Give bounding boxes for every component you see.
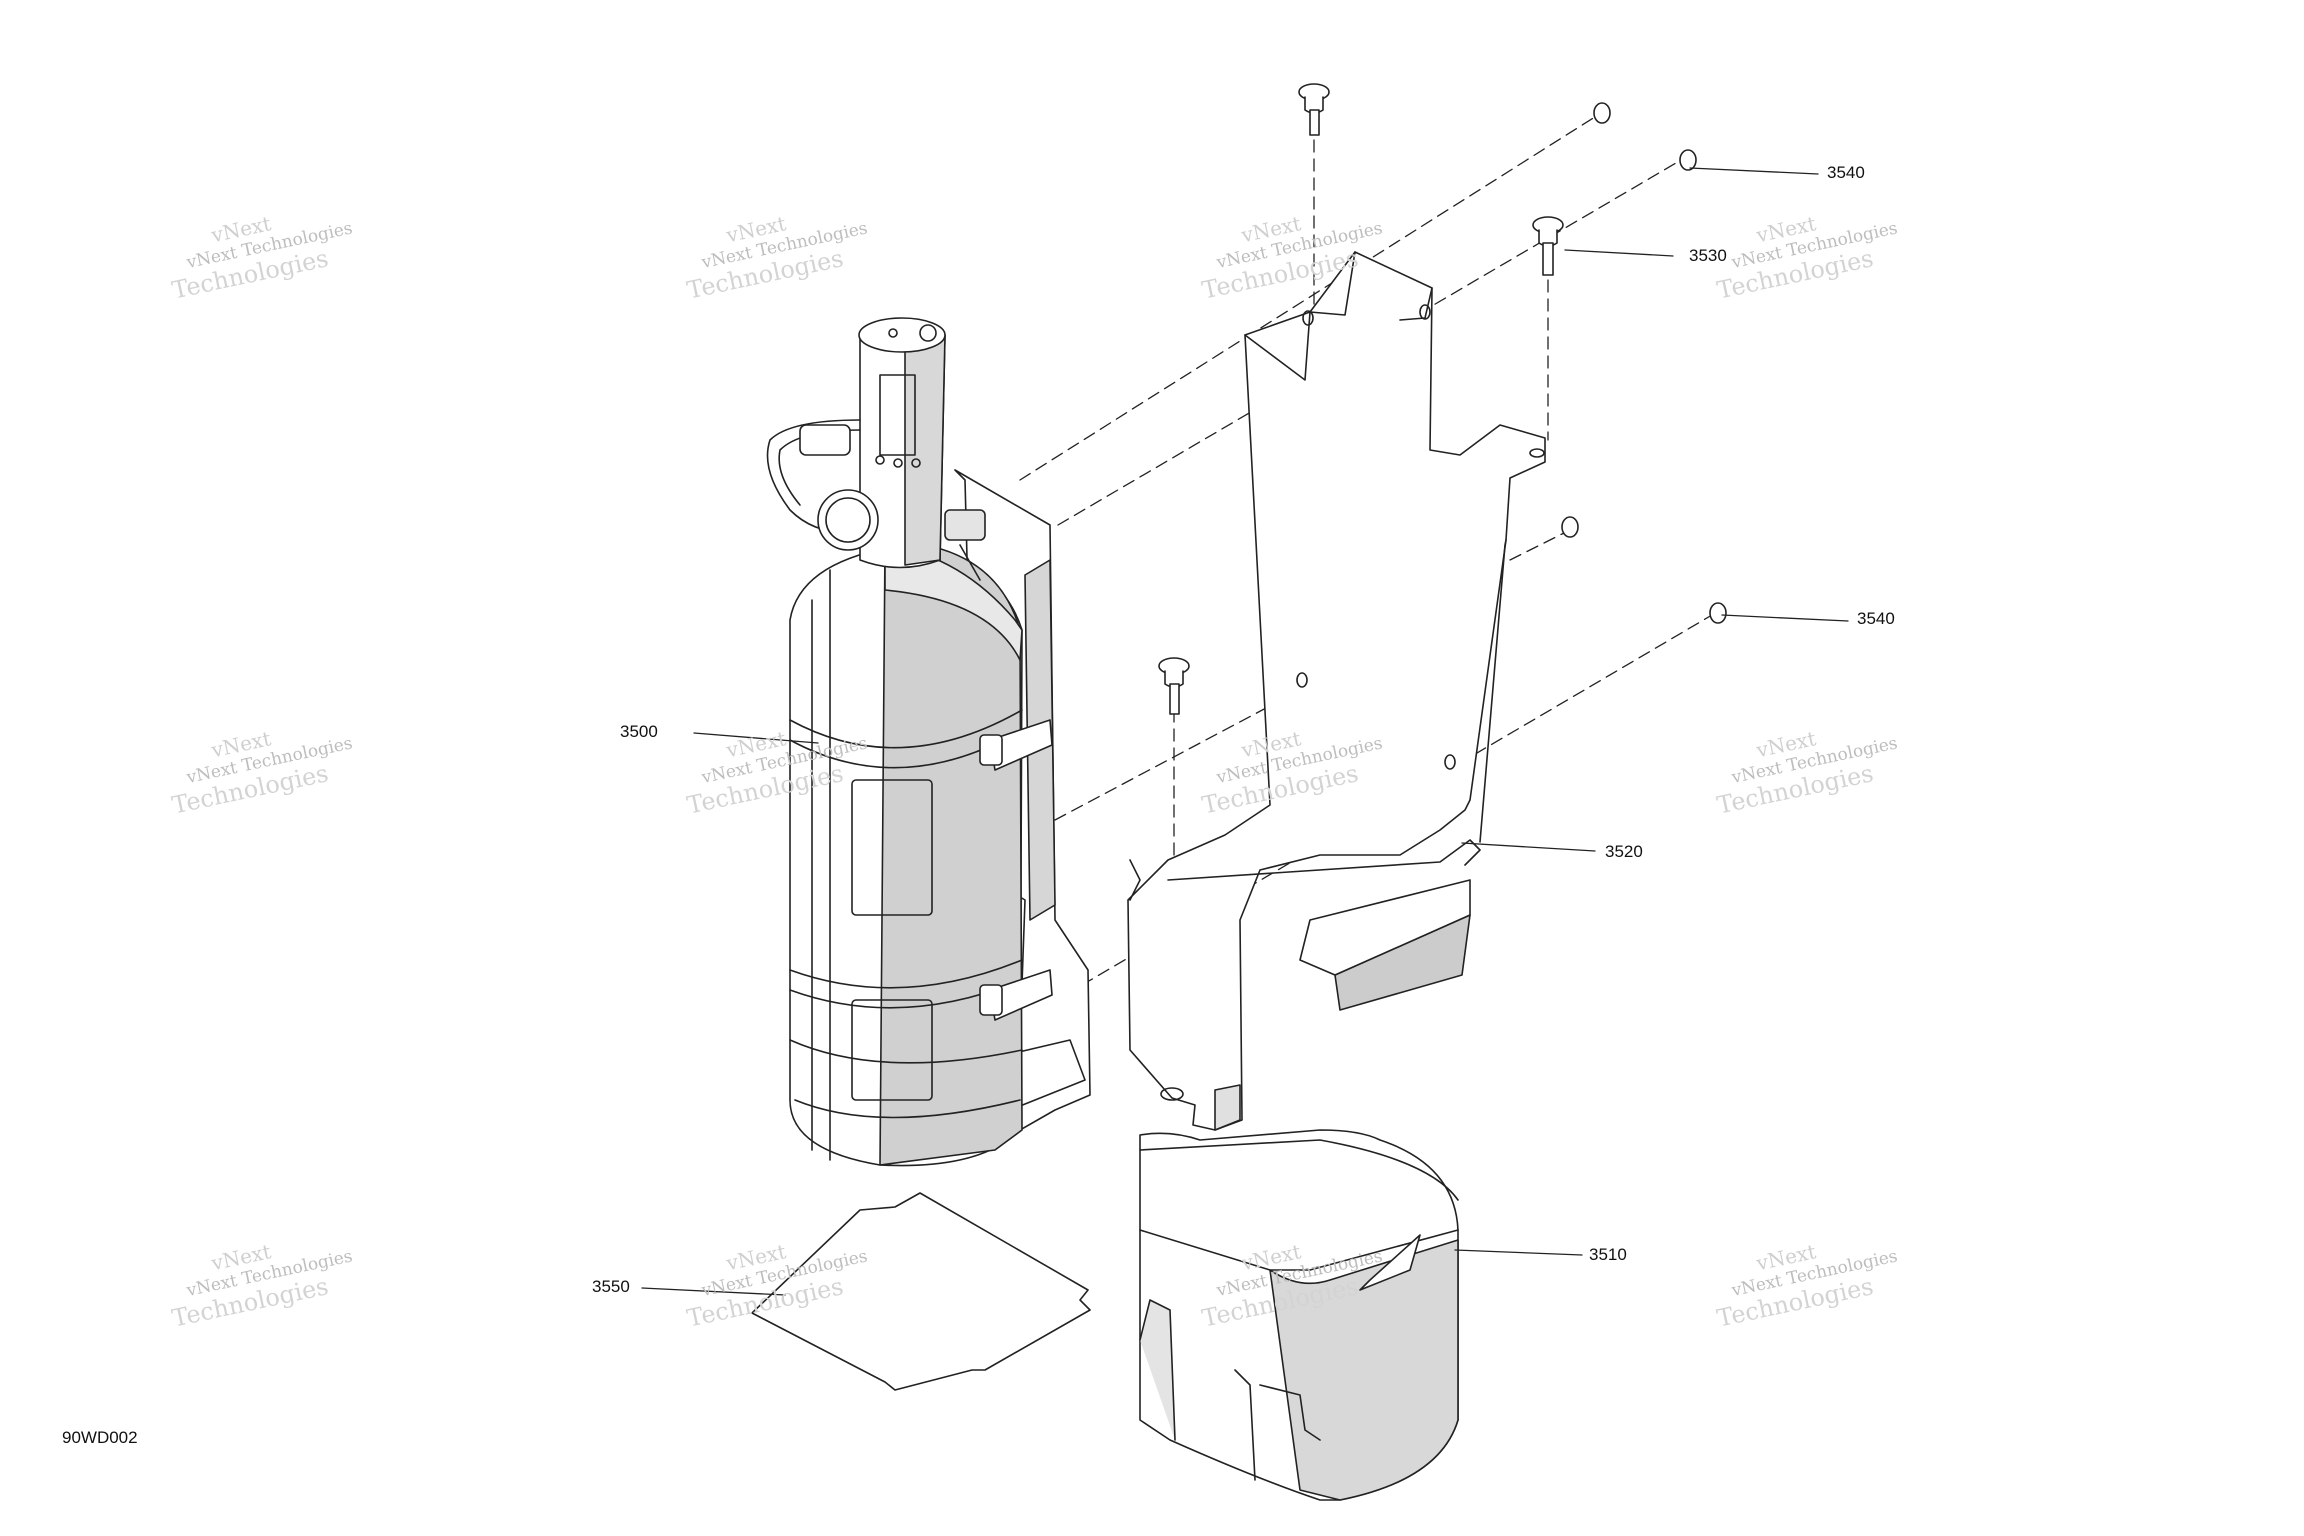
callout-3510: 3510	[1589, 1245, 1627, 1264]
callout-3530: 3530	[1689, 246, 1727, 265]
fasteners	[1158, 83, 1727, 715]
leader-lines	[641, 167, 1849, 1296]
callout-3540-top: 3540	[1827, 163, 1865, 182]
bracket-3520	[1127, 251, 1546, 1131]
callout-3520: 3520	[1605, 842, 1643, 861]
callout-3540-mid: 3540	[1857, 609, 1895, 628]
extinguisher-bottle-3500	[766, 317, 1053, 1167]
drawing-code: 90WD002	[62, 1428, 138, 1447]
callout-3500: 3500	[620, 722, 658, 741]
pad-3550	[751, 1192, 1091, 1391]
callout-3550: 3550	[592, 1277, 630, 1296]
cover-3510	[1139, 1129, 1459, 1501]
